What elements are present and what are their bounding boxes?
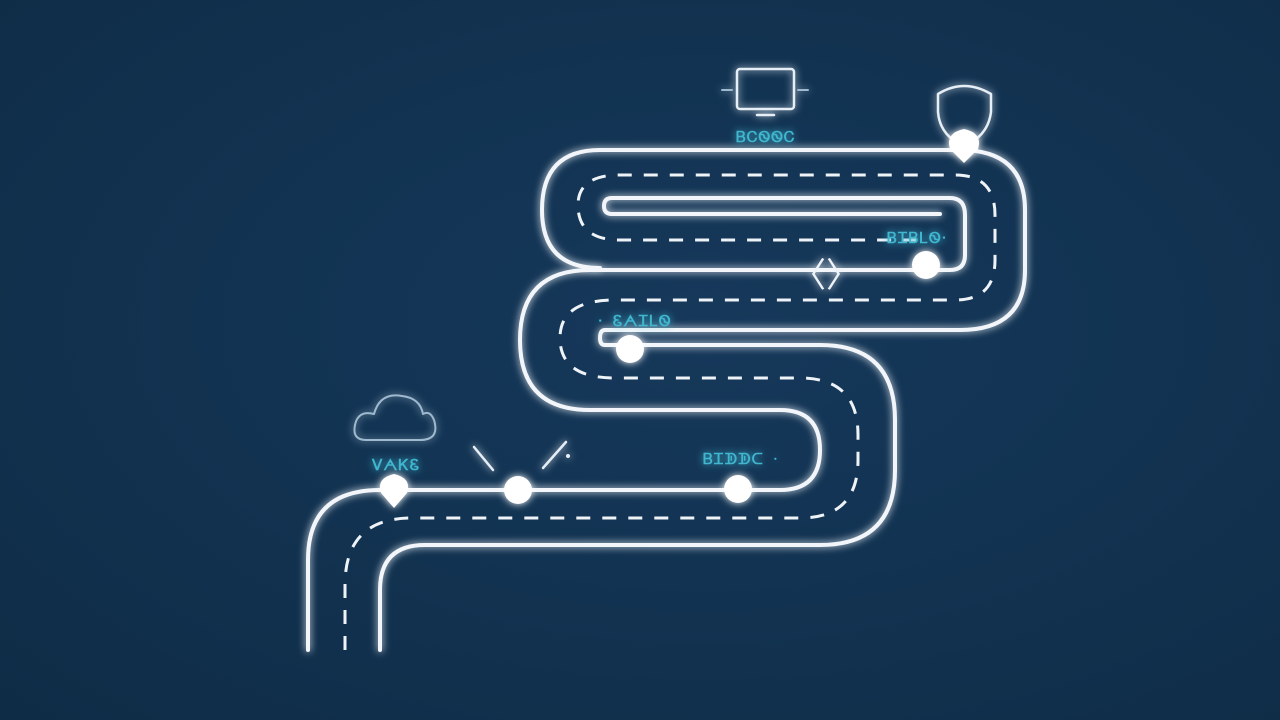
milestone-label-start: ᐯᗅᏦᏋ (371, 456, 420, 474)
milestone-label-3: ᏴᏆᗫᗫᑕ ᐧ (703, 450, 778, 468)
milestone-pin-start (379, 474, 409, 508)
milestone-node-4 (616, 335, 644, 363)
milestone-label-5: ᏴᏆᏴᏞᏫᐧ (887, 229, 947, 247)
milestone-node-5 (912, 251, 940, 279)
milestone-pin-finish (948, 129, 980, 163)
road-center-line (343, 173, 997, 650)
monitor-icon (721, 67, 809, 117)
code-brackets-icon: 〈〉 (792, 256, 860, 296)
shield-icon (936, 84, 993, 148)
milestone-label-4: ᐧ ᏋᗅᏆᏞᏫ (598, 312, 672, 330)
road-outer-edge-2 (378, 148, 1027, 652)
milestone-label-6: ᏴᏟᏫᏫᏟ (736, 128, 796, 146)
road-outer-edge (306, 196, 967, 652)
milestone-node-idea (504, 476, 532, 504)
cloud-icon (353, 394, 437, 441)
milestone-node-3 (724, 475, 752, 503)
spark-icon (472, 440, 570, 472)
